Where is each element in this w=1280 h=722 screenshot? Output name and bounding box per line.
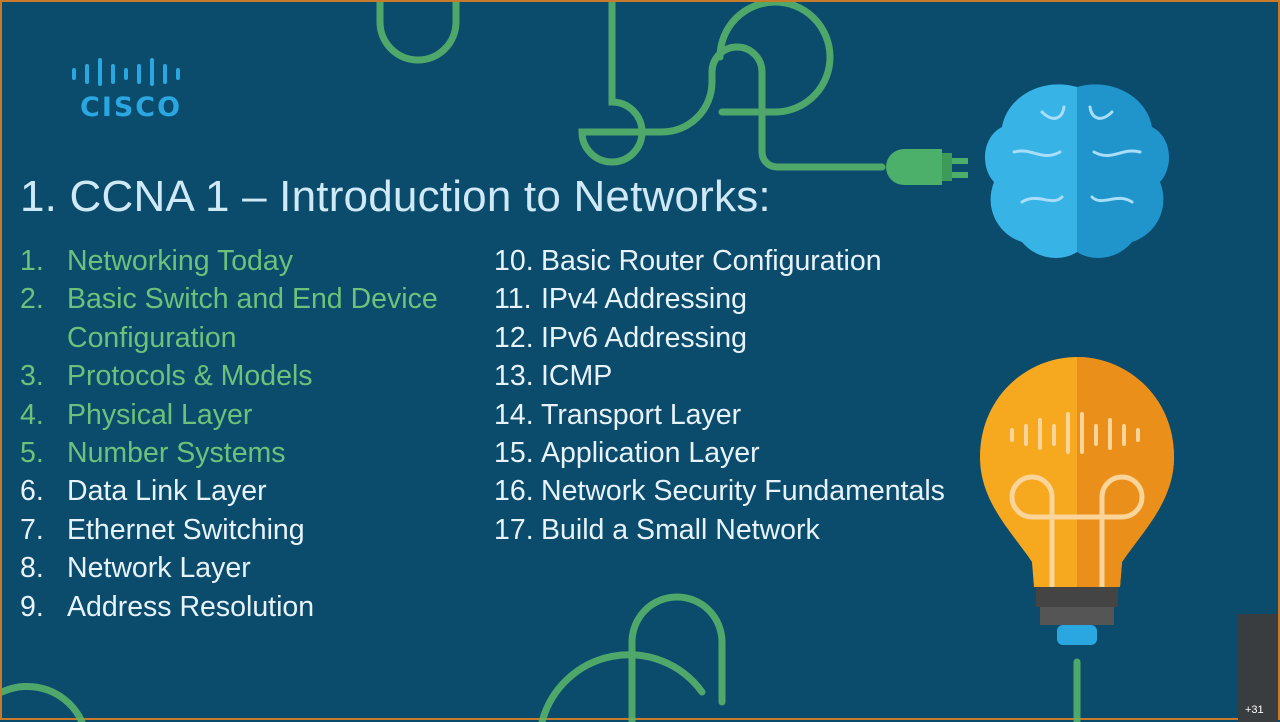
item-label: IPv4 Addressing [541, 283, 747, 316]
list-item: 14.Transport Layer [494, 396, 945, 434]
bottom-arc-line [538, 651, 706, 722]
item-number: 8. [20, 552, 44, 585]
cisco-logo: CISCO [68, 58, 188, 123]
list-item: 5. Number Systems [20, 434, 438, 472]
list-item: 16.Network Security Fundamentals [494, 472, 945, 510]
list-item: 11. IPv4 Addressing [494, 280, 945, 318]
item-number: 14. [494, 398, 534, 431]
item-number: 16. [494, 475, 534, 508]
item-label-line2: Configuration [67, 321, 237, 354]
list-item: 6. Data Link Layer [20, 472, 438, 510]
cisco-bars-icon [72, 58, 180, 86]
item-number: 15. [494, 437, 534, 470]
item-number: 1. [20, 245, 44, 277]
circuit-line [578, 2, 886, 171]
item-label: IPv6 Addressing [541, 321, 747, 354]
item-label: Physical Layer [67, 398, 253, 431]
list-item: 12.IPv6 Addressing [494, 319, 945, 357]
list-item: 7. Ethernet Switching [20, 511, 438, 549]
plug-icon [886, 149, 968, 185]
item-number: 6. [20, 475, 44, 508]
item-number: 7. [20, 513, 44, 546]
badge-count: +31 [1245, 704, 1264, 716]
list-item: 15.Application Layer [494, 434, 945, 472]
slide-title: 1. CCNA 1 – Introduction to Networks: [20, 172, 771, 221]
item-label: Transport Layer [541, 398, 742, 431]
item-number: 11. [494, 283, 532, 316]
item-number: 9. [20, 590, 44, 623]
item-label: Network Security Fundamentals [541, 475, 945, 508]
more-slides-badge[interactable]: +31 [1238, 614, 1278, 722]
list-item: 1. Networking Today [20, 242, 438, 280]
item-number: 17. [494, 513, 534, 546]
list-item: 8. Network Layer [20, 549, 438, 587]
item-label: Network Layer [67, 552, 251, 585]
list-item: 17.Build a Small Network [494, 511, 945, 549]
list-item: 4. Physical Layer [20, 396, 438, 434]
item-label: Protocols & Models [67, 360, 313, 393]
left-arc-line [2, 682, 86, 722]
item-number: 13. [494, 360, 534, 393]
item-label: Build a Small Network [541, 513, 820, 546]
item-label: Basic Router Configuration [541, 245, 882, 277]
list-item: 10.Basic Router Configuration [494, 242, 945, 280]
list-item: 13.ICMP [494, 357, 945, 395]
item-label: ICMP [541, 360, 613, 393]
left-module-list: 1. Networking Today 2. Basic Switch and En… [20, 242, 438, 626]
item-number: 4. [20, 398, 44, 431]
top-loop-line [376, 2, 460, 64]
cisco-wordmark: CISCO [80, 92, 183, 123]
item-number: 2. [20, 283, 44, 316]
item-label: Basic Switch and End Device [67, 283, 438, 316]
bottom-loop-line [628, 593, 726, 722]
item-label: Application Layer [541, 437, 760, 470]
item-label: Number Systems [67, 437, 286, 470]
item-number: 3. [20, 360, 44, 393]
circuit-loop [716, 2, 834, 116]
item-label: Data Link Layer [67, 475, 267, 508]
list-item: 9. Address Resolution [20, 588, 438, 626]
lightbulb-icon [980, 357, 1174, 645]
item-number: 5. [20, 437, 44, 470]
item-label: Address Resolution [67, 590, 315, 623]
item-number: 12. [494, 321, 534, 354]
list-item: 3. Protocols & Models [20, 357, 438, 395]
item-label: Networking Today [67, 245, 294, 277]
item-number: 10. [494, 245, 534, 277]
right-module-list: 10.Basic Router Configuration 11. IPv4 Ad… [494, 242, 945, 549]
brain-icon [984, 84, 1170, 258]
item-label: Ethernet Switching [67, 513, 305, 546]
